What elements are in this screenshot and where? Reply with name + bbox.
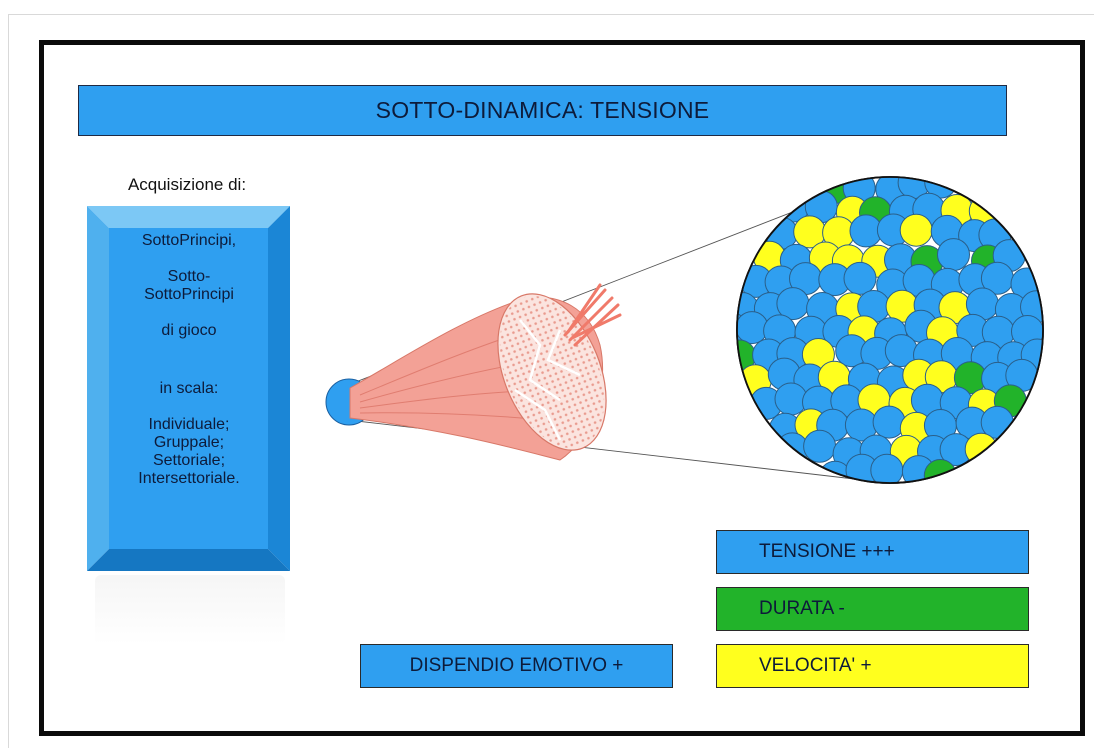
muscle-fibre xyxy=(774,382,808,416)
muscle-fibre xyxy=(872,405,906,439)
legend-tension: TENSIONE +++ xyxy=(716,530,1029,574)
emotional-cost-label: DISPENDIO EMOTIVO + xyxy=(409,655,624,676)
acq-line: Sotto- xyxy=(167,268,211,285)
prism-reflection xyxy=(95,575,285,645)
muscle-fibre xyxy=(803,429,837,463)
emotional-cost-box: DISPENDIO EMOTIVO + xyxy=(360,644,673,688)
legend-speed-label: VELOCITA' + xyxy=(759,655,872,676)
acq-line: Individuale; xyxy=(148,416,230,433)
acq-line: SottoPrincipi xyxy=(144,286,234,303)
fibre-cluster xyxy=(737,177,1043,483)
acquisition-list: SottoPrincipi, Sotto- SottoPrincipi di g… xyxy=(110,232,268,488)
legend-duration: DURATA - xyxy=(716,587,1029,631)
page-title: SOTTO-DINAMICA: TENSIONE xyxy=(78,85,1007,136)
acq-line: Intersettoriale. xyxy=(138,470,240,487)
muscle-fibre xyxy=(843,261,877,295)
muscle-icon xyxy=(349,283,622,461)
muscle-fibre xyxy=(737,311,769,345)
legend-duration-label: DURATA - xyxy=(759,598,845,619)
muscle-fibre xyxy=(923,459,957,483)
legend-tension-label: TENSIONE +++ xyxy=(759,541,895,562)
muscle-fibre xyxy=(870,453,904,483)
muscle-fibre xyxy=(899,213,933,247)
muscle-fibre xyxy=(937,238,970,272)
legend-speed: VELOCITA' + xyxy=(716,644,1029,688)
acq-line: in scala: xyxy=(159,380,219,397)
acq-line: Settoriale; xyxy=(152,452,226,469)
page-border xyxy=(8,14,1094,748)
acquisition-prism xyxy=(87,206,290,571)
acquisition-label: Acquisizione di: xyxy=(127,175,247,194)
acq-line: Gruppale; xyxy=(153,434,225,451)
acq-line: di gioco xyxy=(161,322,217,339)
acq-line: SottoPrincipi, xyxy=(141,232,237,249)
